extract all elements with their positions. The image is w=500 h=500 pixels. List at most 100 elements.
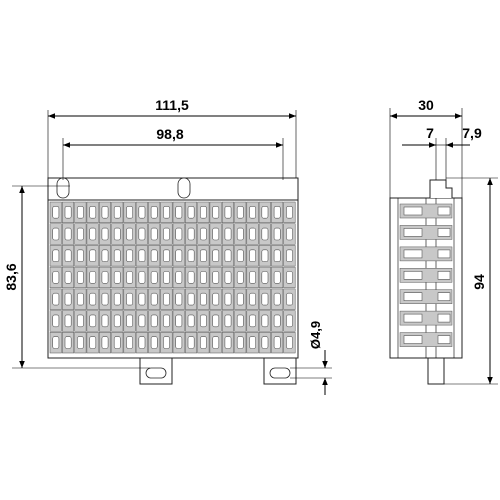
terminal-aperture [200, 314, 207, 328]
side-view [389, 179, 463, 385]
terminal-grid [49, 201, 296, 354]
terminal-aperture [212, 336, 220, 349]
terminal-aperture [224, 249, 232, 263]
terminal-aperture [89, 227, 97, 241]
terminal-aperture [113, 336, 121, 349]
terminal-aperture [212, 292, 220, 306]
terminal-aperture [175, 227, 183, 241]
terminal-aperture [212, 206, 220, 219]
terminal-aperture [138, 206, 146, 219]
terminal-aperture [64, 249, 72, 263]
terminal-aperture [126, 336, 133, 349]
terminal-aperture [126, 314, 133, 328]
terminal-aperture [249, 314, 256, 328]
terminal-aperture [261, 271, 269, 284]
terminal-aperture [101, 314, 109, 328]
terminal-aperture [77, 292, 84, 306]
terminal-aperture [138, 249, 146, 263]
terminal-aperture [175, 314, 183, 328]
terminal-aperture [126, 292, 133, 306]
terminal-aperture [113, 206, 121, 219]
terminal-aperture [286, 206, 293, 219]
terminal-aperture [200, 206, 207, 219]
terminal-aperture [163, 249, 170, 263]
front-view [47, 177, 299, 385]
terminal-aperture [89, 271, 97, 284]
terminal-aperture [273, 336, 281, 349]
side-terminal-slot [403, 249, 423, 259]
terminal-aperture [286, 249, 293, 263]
terminal-aperture [286, 292, 293, 306]
terminal-aperture [249, 227, 256, 241]
terminal-aperture [249, 271, 256, 284]
terminal-aperture [101, 271, 109, 284]
terminal-aperture [261, 227, 269, 241]
terminal-aperture [163, 292, 170, 306]
terminal-aperture [52, 227, 60, 241]
terminal-aperture [286, 227, 293, 241]
terminal-aperture [224, 336, 232, 349]
terminal-aperture [52, 314, 60, 328]
mounting-hole-bottom-right [269, 367, 291, 379]
terminal-aperture [101, 336, 109, 349]
front-dimensions: 111,5 98,8 83,6 Ø4,9 [3, 97, 332, 395]
terminal-aperture [64, 227, 72, 241]
terminal-aperture [200, 292, 207, 306]
terminal-aperture [138, 314, 146, 328]
terminal-aperture [52, 249, 60, 263]
terminal-aperture [200, 336, 207, 349]
terminal-aperture [187, 249, 195, 263]
terminal-aperture [187, 336, 195, 349]
terminal-aperture [286, 314, 293, 328]
side-terminal-slot [403, 335, 423, 344]
terminal-aperture [52, 206, 60, 219]
terminal-aperture [163, 271, 170, 284]
terminal-aperture [64, 271, 72, 284]
terminal-aperture [200, 227, 207, 241]
terminal-aperture [224, 292, 232, 306]
terminal-aperture [150, 314, 158, 328]
terminal-aperture [236, 249, 244, 263]
mounting-hole-top-middle [177, 177, 191, 199]
terminal-aperture [77, 206, 84, 219]
dim-height: 83,6 [3, 263, 19, 290]
terminal-aperture [150, 249, 158, 263]
side-terminal-slot [403, 292, 423, 302]
terminal-aperture [187, 292, 195, 306]
side-top-clip [429, 179, 453, 198]
side-terminal-slot [403, 228, 423, 237]
terminal-aperture [150, 271, 158, 284]
terminal-aperture [249, 249, 256, 263]
terminal-aperture [212, 249, 220, 263]
terminal-aperture [113, 227, 121, 241]
mounting-hole-top-left [56, 177, 70, 199]
dim-pitch-width: 98,8 [156, 126, 183, 142]
terminal-aperture [224, 206, 232, 219]
terminal-aperture [150, 206, 158, 219]
terminal-aperture [77, 271, 84, 284]
terminal-aperture [273, 206, 281, 219]
terminal-aperture [175, 336, 183, 349]
terminal-aperture [187, 314, 195, 328]
terminal-aperture [77, 249, 84, 263]
terminal-aperture [77, 336, 84, 349]
dim-side-offset-b: 7,9 [462, 125, 482, 141]
terminal-aperture [236, 336, 244, 349]
terminal-aperture [138, 336, 146, 349]
terminal-aperture [212, 271, 220, 284]
dim-side-offset-a: 7 [426, 125, 434, 141]
terminal-aperture [101, 227, 109, 241]
side-terminal-slot [437, 228, 451, 237]
dim-side-height: 94 [471, 274, 487, 290]
side-terminal-slot [437, 313, 451, 323]
terminal-aperture [126, 249, 133, 263]
terminal-aperture [212, 314, 220, 328]
terminal-aperture [89, 206, 97, 219]
terminal-aperture [138, 271, 146, 284]
side-bottom-pin [427, 357, 445, 385]
terminal-aperture [113, 249, 121, 263]
terminal-aperture [236, 227, 244, 241]
terminal-aperture [236, 271, 244, 284]
terminal-aperture [64, 292, 72, 306]
terminal-aperture [261, 292, 269, 306]
